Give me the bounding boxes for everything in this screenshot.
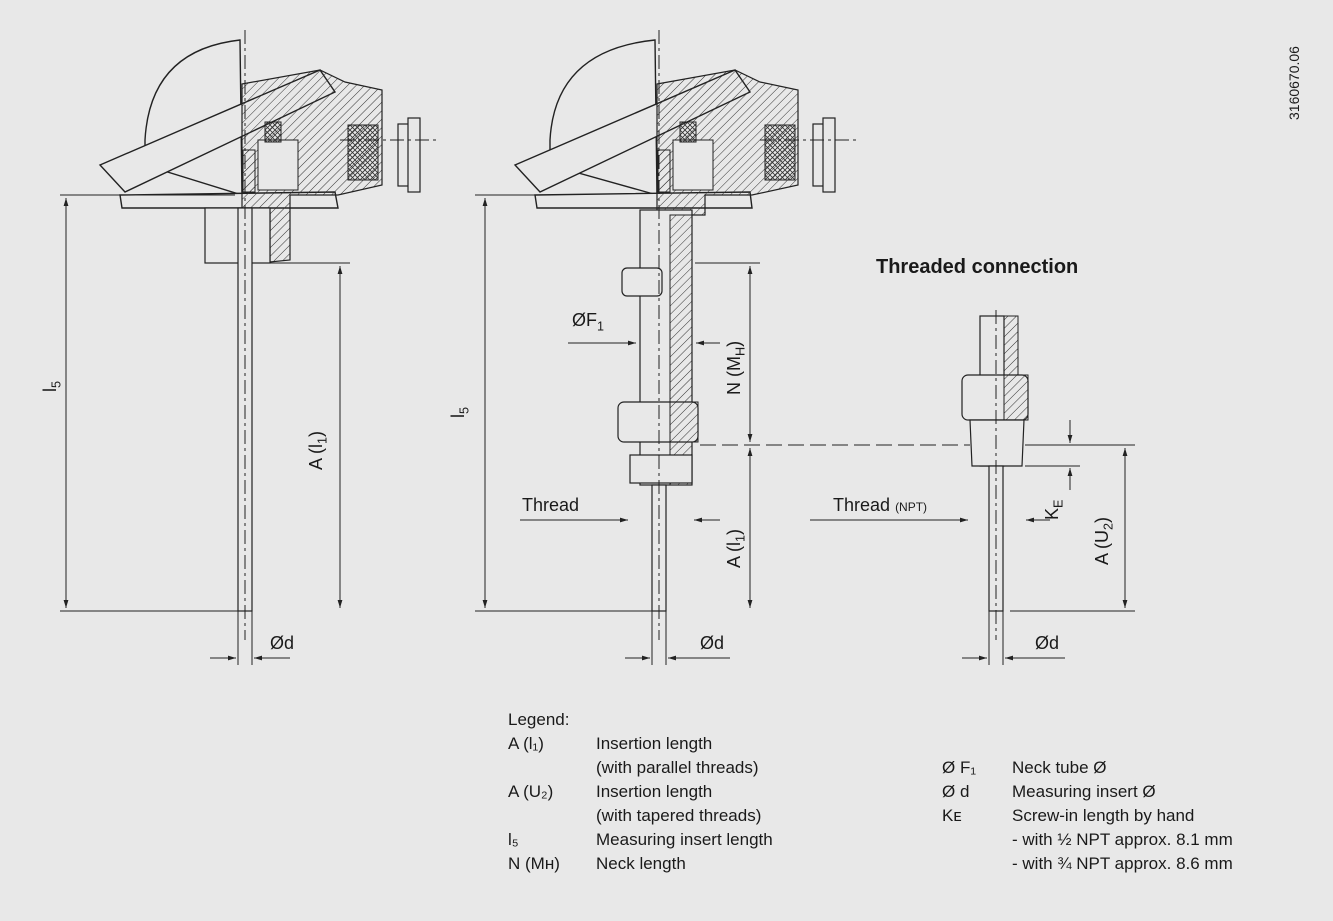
dim-phi-d-right: Ød <box>1035 633 1060 653</box>
tapered-thread-right <box>969 419 1025 467</box>
connection-head-left <box>98 39 421 612</box>
dim-phi-d-mid: Ød <box>700 633 725 653</box>
legend-row: - with ½ NPT approx. 8.1 mm <box>942 828 1312 852</box>
legend-value: (with parallel threads) <box>596 758 759 777</box>
legend-value: Measuring insert length <box>596 830 773 849</box>
legend-value: Insertion length <box>596 782 713 801</box>
hex-nut-upper-mid <box>621 267 663 297</box>
connection-head-middle <box>513 39 836 612</box>
legend-value: (with tapered threads) <box>596 806 762 825</box>
legend-key: Ø F₁ <box>942 758 977 777</box>
legend-row: Kᴇ Screw-in length by hand <box>942 804 1312 828</box>
legend-key: Ø d <box>942 782 970 801</box>
threaded-connection-view <box>961 315 1029 612</box>
terminal-screw-left <box>264 121 282 143</box>
cable-gland-left <box>347 124 379 181</box>
dimension-lines <box>60 30 1135 665</box>
spring-left <box>242 149 256 193</box>
legend-row: N (Mʜ) Neck length <box>508 852 838 876</box>
legend-value: Screw-in length by hand <box>1012 806 1195 825</box>
dim-thread-npt: Thread (NPT) <box>833 495 928 515</box>
legend-value: - with ¾ NPT approx. 8.6 mm <box>1012 854 1233 873</box>
dim-thread: Thread <box>522 495 580 515</box>
legend-row: A (l₁) Insertion length <box>508 732 838 756</box>
legend-value: Measuring insert Ø <box>1012 782 1156 801</box>
legend-value: Neck length <box>596 854 686 873</box>
legend-row: Ø d Measuring insert Ø <box>942 780 1312 804</box>
diagram-title: Threaded connection <box>876 256 1079 278</box>
legend-row: Ø F₁ Neck tube Ø <box>942 756 1312 780</box>
legend-row: - with ¾ NPT approx. 8.6 mm <box>942 852 1312 876</box>
legend-right: Ø F₁ Neck tube Ø Ø d Measuring insert Ø Kᴇ Sc… <box>942 756 1312 876</box>
legend-key: Kᴇ <box>942 806 962 825</box>
dim-a-l1-left: A (l1) <box>306 430 330 470</box>
dim-phi-d-left: Ød <box>270 633 295 653</box>
dim-ke: KE <box>1042 499 1066 520</box>
dim-a-u2: A (U2) <box>1092 516 1116 565</box>
dim-phi-f1: ØF1 <box>572 310 605 334</box>
legend-value: - with ½ NPT approx. 8.1 mm <box>1012 830 1233 849</box>
dim-l5-mid: l5 <box>448 406 472 418</box>
legend-key: A (U₂) <box>508 782 554 801</box>
dim-a-l1-mid: A (l1) <box>724 528 748 568</box>
dim-n-mh: N (MH) <box>724 340 748 395</box>
legend-key: l₅ <box>508 830 519 849</box>
dim-l5-left: l5 <box>40 380 64 392</box>
legend-value: Insertion length <box>596 734 713 753</box>
legend-row: (with parallel threads) <box>508 756 838 780</box>
legend-row: l₅ Measuring insert length <box>508 828 838 852</box>
legend-value: Neck tube Ø <box>1012 758 1107 777</box>
legend-row: (with tapered threads) <box>508 804 838 828</box>
legend-key: A (l₁) <box>508 734 544 753</box>
head-inner-left <box>257 139 299 191</box>
thread-mid <box>629 454 693 484</box>
document-id: 3160670.06 <box>1286 46 1302 120</box>
legend-row: A (U₂) Insertion length <box>508 780 838 804</box>
legend-heading: Legend: <box>508 710 570 729</box>
legend-left: Legend: A (l₁) Insertion length (with para… <box>508 708 838 876</box>
legend-key: N (Mʜ) <box>508 854 560 873</box>
